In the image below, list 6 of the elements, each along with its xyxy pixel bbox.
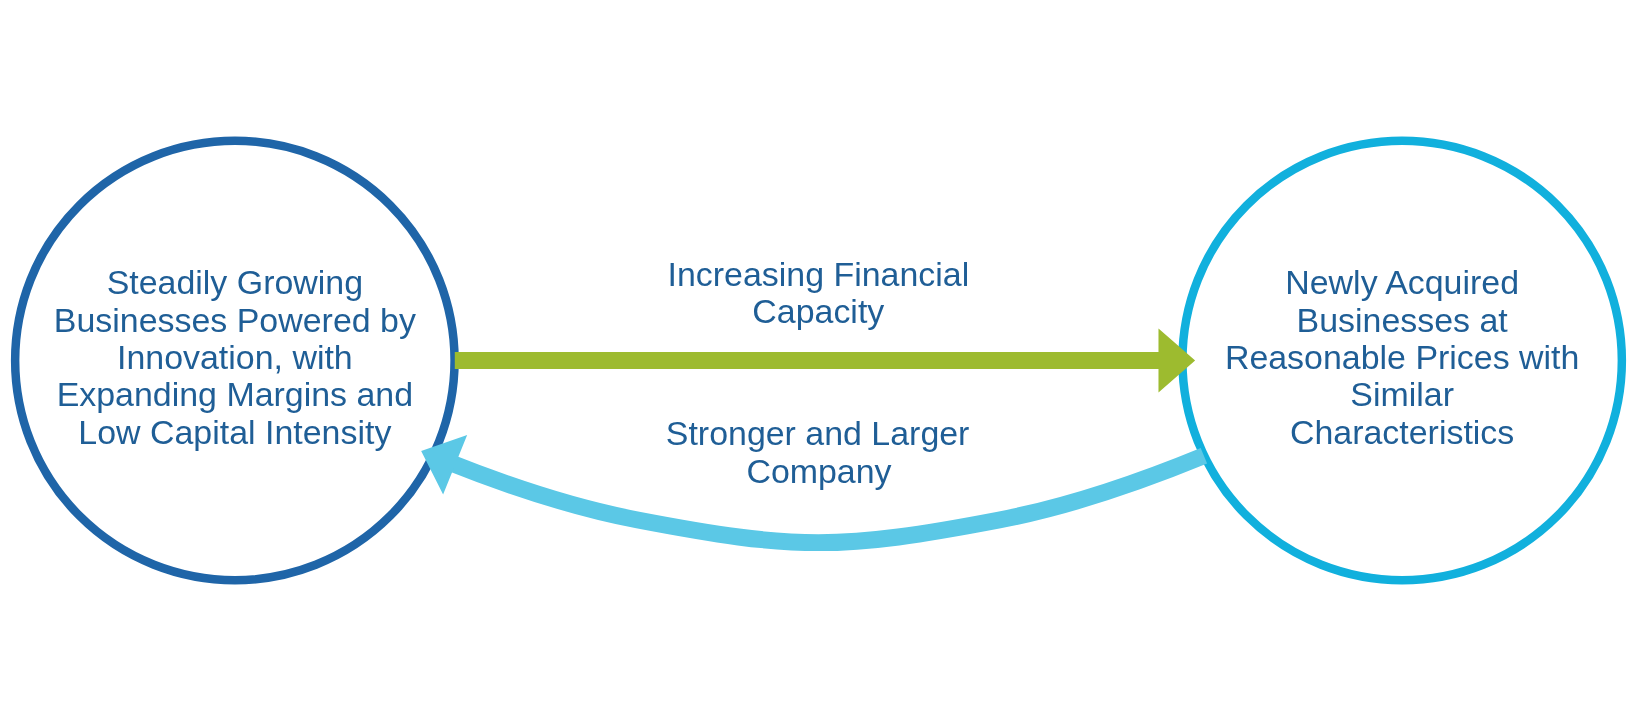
edge-label: Increasing Financial Capacity [667, 254, 970, 331]
arrow [421, 434, 1208, 552]
edge-label: Stronger and Larger Company [665, 414, 970, 490]
arrow [454, 328, 1196, 393]
node-circle: Newly Acquired Businesses at Reasonable Prices with Similar Characteristics [1178, 136, 1627, 585]
node-circle: Steadily Growing Businesses Powered by Innovation, with Expanding Margins and Low Capital Intensity [10, 136, 459, 585]
